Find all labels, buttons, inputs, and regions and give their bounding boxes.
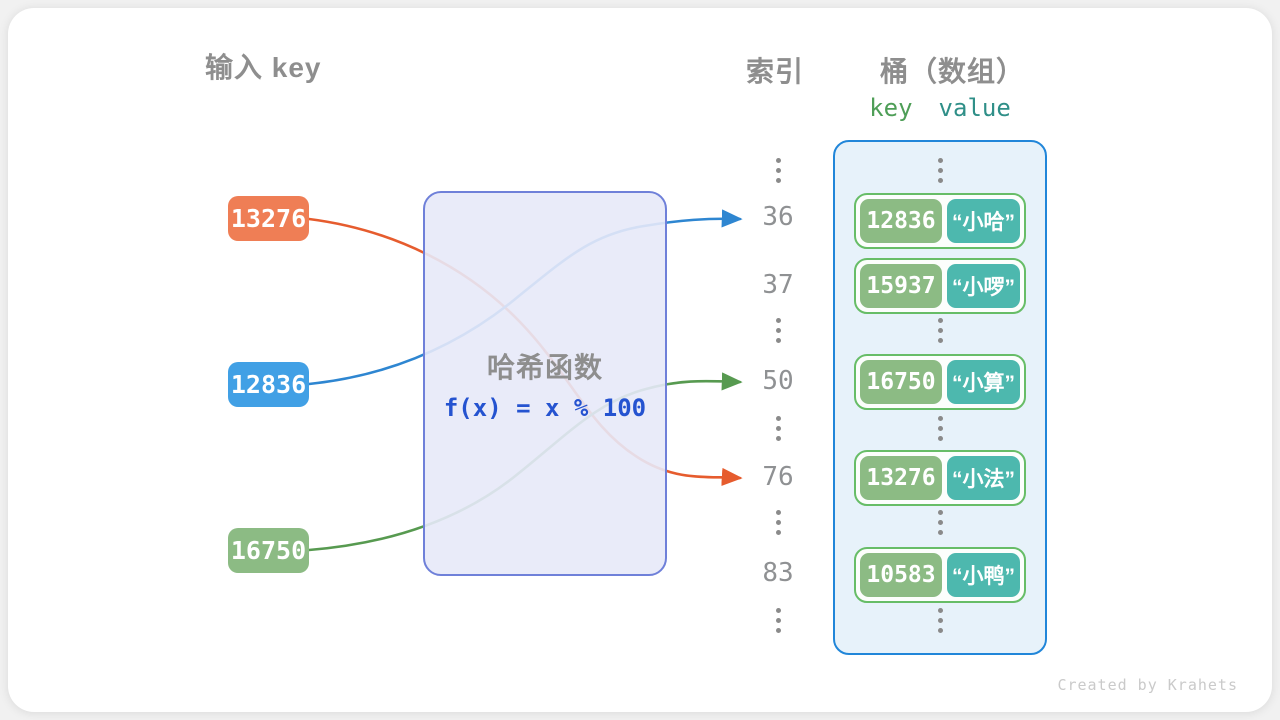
entry-value: “小算” [947, 360, 1020, 404]
bucket-entry: 12836 “小哈” [854, 193, 1026, 249]
heading-index: 索引 [746, 56, 805, 87]
heading-bucket: 桶（数组） [880, 56, 1026, 87]
bucket-column-header: key value [833, 94, 1047, 122]
index-36: 36 [762, 202, 794, 232]
watermark: Created by Krahets [1057, 676, 1238, 694]
entry-value: “小法” [947, 456, 1020, 500]
ellipsis-icon [937, 318, 943, 343]
hash-function-formula: f(x) = x % 100 [443, 394, 647, 422]
ellipsis-icon [937, 510, 943, 535]
entry-key: 12836 [860, 199, 942, 243]
input-key-12836: 12836 [228, 362, 309, 407]
ellipsis-icon [775, 318, 781, 343]
ellipsis-icon [937, 608, 943, 633]
entry-value: “小哈” [947, 199, 1020, 243]
bucket-entry: 13276 “小法” [854, 450, 1026, 506]
hash-function-box [423, 191, 667, 576]
heading-input-key: 输入 key [205, 52, 322, 83]
hash-function-title: 哈希函数 [486, 352, 603, 383]
ellipsis-icon [937, 158, 943, 183]
entry-value: “小鸭” [947, 553, 1020, 597]
input-key-16750: 16750 [228, 528, 309, 573]
entry-key: 13276 [860, 456, 942, 500]
index-76: 76 [762, 462, 794, 492]
entry-key: 10583 [860, 553, 942, 597]
index-37: 37 [762, 270, 794, 300]
ellipsis-icon [775, 416, 781, 441]
bucket-entry: 10583 “小鸭” [854, 547, 1026, 603]
ellipsis-icon [937, 416, 943, 441]
ellipsis-icon [775, 510, 781, 535]
ellipsis-icon [775, 158, 781, 183]
value-column-label: value [938, 94, 1011, 122]
entry-key: 16750 [860, 360, 942, 404]
entry-value: “小啰” [947, 264, 1020, 308]
ellipsis-icon [775, 608, 781, 633]
bucket-entry: 15937 “小啰” [854, 258, 1026, 314]
key-column-label: key [869, 94, 913, 122]
index-83: 83 [762, 558, 794, 588]
bucket-entry: 16750 “小算” [854, 354, 1026, 410]
entry-key: 15937 [860, 264, 942, 308]
input-key-13276: 13276 [228, 196, 309, 241]
index-50: 50 [762, 366, 794, 396]
